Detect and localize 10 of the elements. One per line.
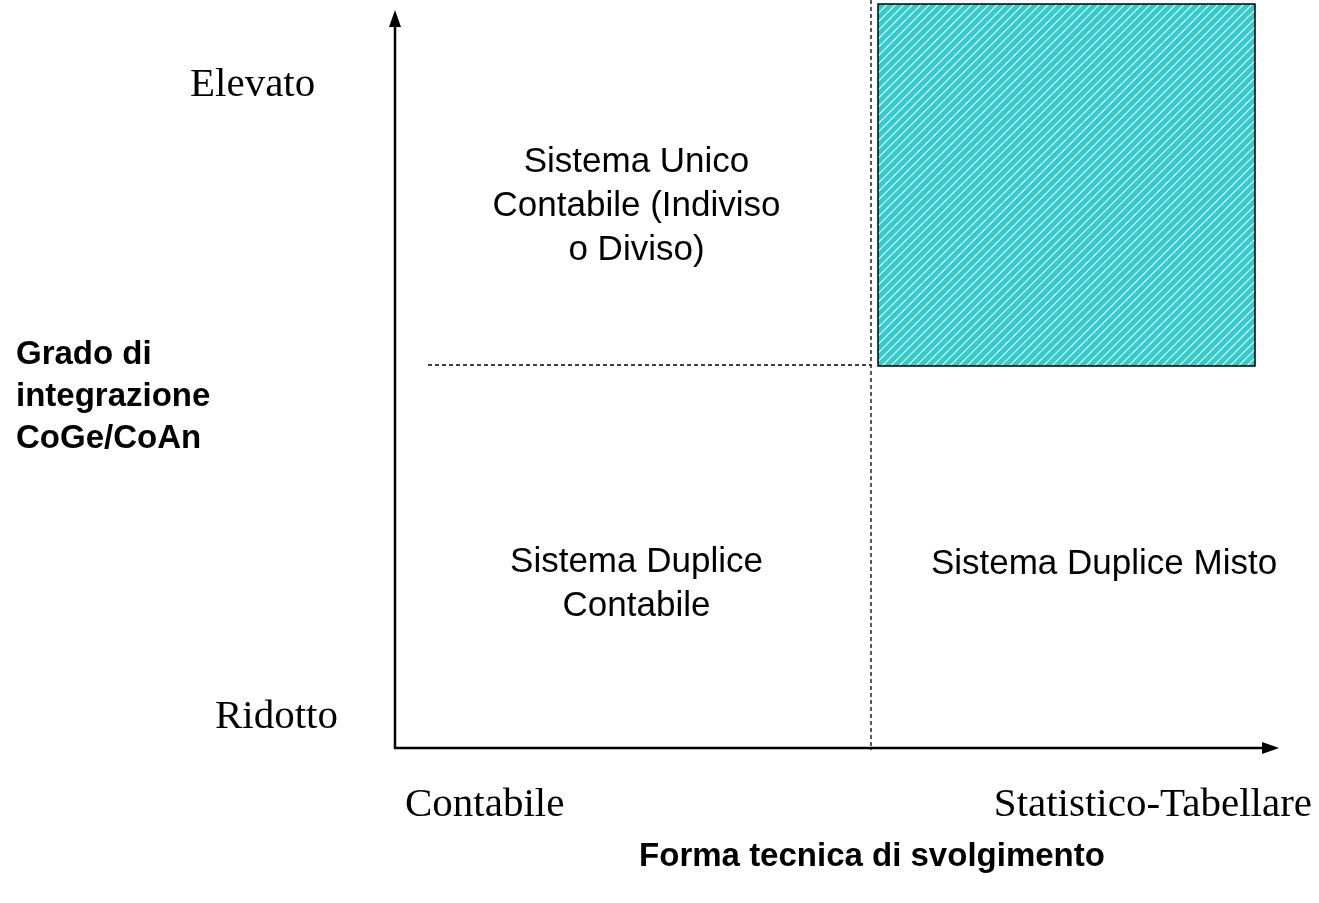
axis-tick-label: Elevato [190,58,317,107]
axis-tick-label: Contabile [405,778,566,827]
axis-tick-label: Ridotto [213,690,338,739]
axis-tick-label: Statistico-Tabellare [992,778,1312,827]
hatched-box [877,3,1256,367]
quadrant-label: Sistema Duplice Misto [929,541,1279,583]
quadrant-label: Sistema Duplice Contabile [509,539,764,625]
axis-title: Forma tecnica di svolgimento [638,835,1106,875]
axis-title: Grado di integrazione CoGe/CoAn [16,333,212,457]
quadrant-label: Sistema Unico Contabile (Indiviso o Diviso) [491,139,782,269]
